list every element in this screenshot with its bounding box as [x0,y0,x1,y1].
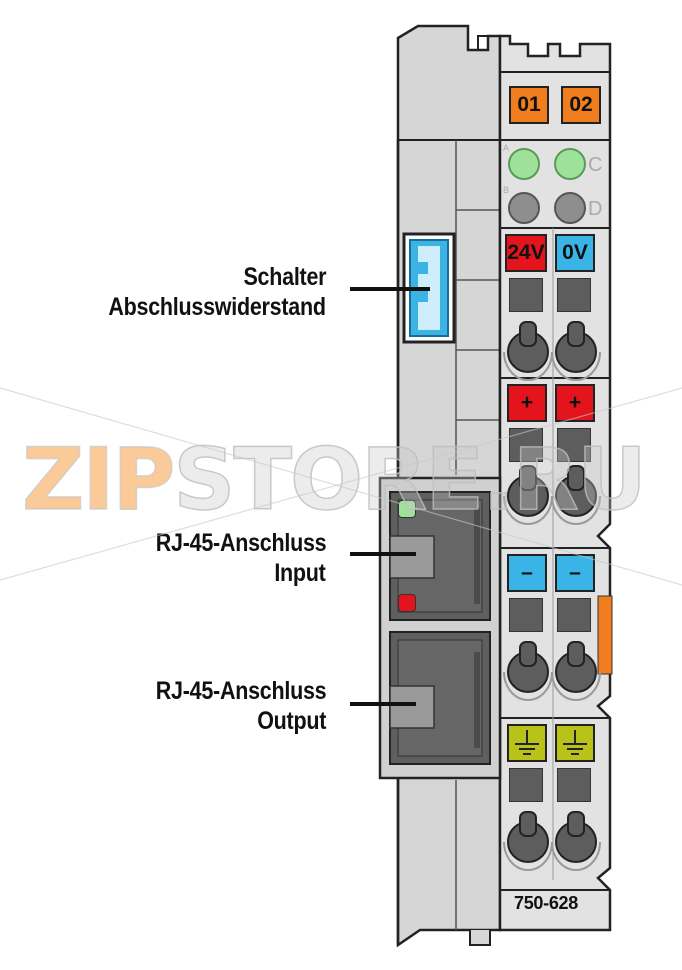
rj45-input-led-red [398,594,416,612]
ground-tag-1 [507,724,547,762]
wire-entry-3b [557,598,591,632]
wire-entry-1b [557,278,591,312]
supply-tag-0v: 0V [555,234,595,272]
wire-entry-3a [509,598,543,632]
ground-icon [515,730,539,755]
model-number: 750-628 [514,893,578,913]
wire-entry-4a [509,768,543,802]
led-c-green [554,148,586,180]
wire-entry-1a [509,278,543,312]
led-letter-b: B [503,185,510,195]
label-rj45-output-title: RJ-45-Anschluss [155,677,326,705]
wire-entry-4b [557,768,591,802]
leader-rj45-output [350,702,416,706]
led-b-grey [508,192,540,224]
led-letter-d: D [588,198,603,220]
led-letter-a: A [503,143,510,153]
led-letter-c: C [588,154,603,176]
label-rj45-output-subtitle: Output [257,707,326,735]
ground-icon [563,730,587,755]
label-switch-subtitle: Abschlusswiderstand [108,293,327,321]
led-a-green [508,148,540,180]
rj45-input-led-green [398,500,416,518]
leader-switch [350,287,430,291]
channel-tag-02: 02 [561,86,601,124]
ground-tag-2 [555,724,595,762]
label-switch-title: Schalter [243,263,326,291]
led-d-grey [554,192,586,224]
channel-tag-01: 01 [509,86,549,124]
supply-tag-24v: 24V [505,234,547,272]
